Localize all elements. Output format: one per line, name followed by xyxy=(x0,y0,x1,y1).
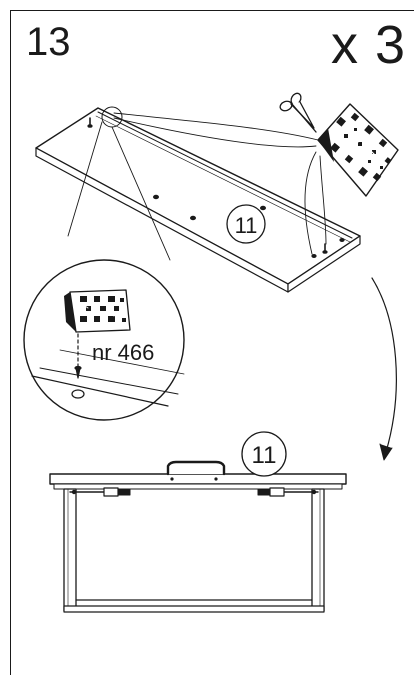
screw-right xyxy=(322,243,328,254)
callout-panel-top: 11 xyxy=(226,204,266,244)
panel-isometric xyxy=(35,106,361,293)
assembled-frame xyxy=(49,460,347,613)
detail-screw xyxy=(74,333,82,379)
quantity-label: x 3 xyxy=(330,15,406,75)
panel-hole xyxy=(190,215,197,221)
detail-part-ref: nr 466 xyxy=(92,340,154,365)
detail-zoom-circle xyxy=(23,259,185,421)
screw-left xyxy=(87,117,93,128)
step-number: 13 xyxy=(26,20,71,64)
frame-handle xyxy=(166,460,226,476)
panel-side-edge xyxy=(287,235,361,293)
frame-side-right xyxy=(311,488,325,612)
cam-fitting-right xyxy=(257,487,319,497)
panel-groove xyxy=(97,111,353,239)
frame-top-board xyxy=(49,473,347,485)
cam-fitting-left xyxy=(69,487,131,497)
callout-frame-label: 11 xyxy=(252,442,277,469)
frame-bottom-board xyxy=(63,605,325,613)
panel-top-face xyxy=(35,107,361,285)
scissors-icon xyxy=(279,92,317,133)
placement-guides xyxy=(113,112,327,255)
detail-zoom: nr 466 xyxy=(23,121,185,421)
callout-panel-top-label: 11 xyxy=(235,213,258,238)
frame-side-left xyxy=(63,488,77,612)
instruction-frame xyxy=(10,10,414,675)
panel-hole xyxy=(260,205,267,211)
panel-hole xyxy=(311,254,317,259)
panel-hole xyxy=(339,238,345,243)
hanging-bracket-icon xyxy=(317,103,399,197)
callout-frame: 11 xyxy=(241,431,287,477)
panel-hole xyxy=(153,194,160,200)
rotate-arrow-icon xyxy=(371,277,397,461)
detail-bracket xyxy=(64,289,131,333)
detail-hole xyxy=(71,389,85,399)
detail-panel-edges xyxy=(31,349,185,407)
